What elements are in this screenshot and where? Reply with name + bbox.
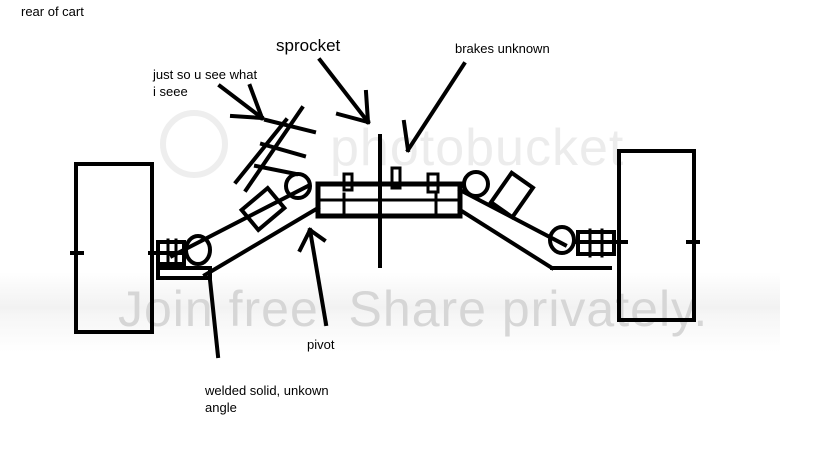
welded-pointer	[207, 277, 221, 359]
watermark-logo-icon	[160, 110, 228, 178]
right-shock-box	[488, 170, 536, 220]
left-bearing	[184, 234, 212, 266]
left-wheel	[74, 162, 154, 334]
see-arrow	[217, 83, 265, 121]
brake-mark-left	[390, 166, 402, 190]
watermark-band	[0, 272, 780, 352]
left-shock-box	[238, 185, 288, 233]
right-wheel	[617, 149, 696, 322]
left-arm-upper	[169, 183, 311, 259]
rear-of-cart-label: rear of cart	[21, 4, 84, 19]
sprocket-mark	[342, 172, 354, 192]
sprocket-arrow	[317, 57, 371, 125]
see-label: just so u see what i seee	[153, 67, 258, 99]
sprocket-label: sprocket	[276, 36, 341, 55]
brake-mark-right	[426, 172, 440, 194]
pivot-label: pivot	[307, 337, 335, 352]
center-axle-tube	[315, 181, 463, 219]
right-roller	[462, 170, 490, 198]
left-roller	[284, 172, 312, 200]
pivot-arrow	[297, 227, 329, 327]
right-arm-lower	[457, 207, 555, 271]
brakes-label: brakes unknown	[455, 41, 550, 56]
left-welded-plate	[156, 266, 212, 280]
brakes-arrow	[401, 61, 467, 153]
left-arm-lower	[202, 205, 321, 278]
welded-label: welded solid, unkown angle	[205, 383, 329, 415]
